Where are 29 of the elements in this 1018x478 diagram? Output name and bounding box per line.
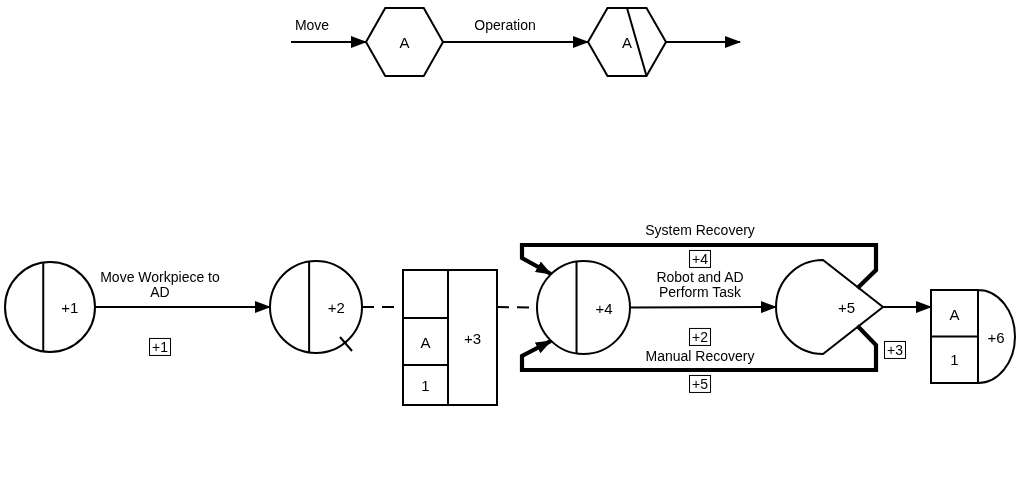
arrow	[665, 36, 741, 48]
edge-label: Operation	[474, 17, 536, 33]
symbol-label: A	[622, 34, 632, 50]
arrow	[882, 301, 932, 313]
arrow	[94, 301, 271, 313]
symbol-label: +4	[595, 300, 613, 315]
step-number-tag: +4	[689, 249, 711, 269]
symbol-label: +2	[327, 299, 345, 315]
symbol-label: A	[420, 334, 431, 349]
symbol-label: A	[399, 34, 410, 50]
symbol-label: 1	[421, 377, 430, 393]
symbol-label: +5	[838, 299, 856, 315]
symbol-label: +3	[463, 330, 482, 345]
symbol-label: +6	[987, 329, 1005, 344]
arrow	[519, 324, 879, 373]
edge-label: System Recovery	[645, 222, 755, 238]
symbol-label: +1	[61, 299, 79, 315]
step-number-tag: +3	[884, 340, 906, 360]
arrow	[519, 242, 879, 290]
edge-label: Move	[294, 17, 330, 33]
arrow	[290, 36, 367, 48]
step-number-tag: +1	[149, 337, 171, 357]
edge-label: Manual Recovery	[645, 348, 755, 364]
arrow	[442, 36, 589, 48]
arrow	[629, 301, 777, 314]
step-number-tag: +5	[689, 374, 711, 394]
symbol-label: A	[949, 306, 960, 322]
symbol-label: 1	[950, 351, 959, 367]
step-number-tag: +2	[689, 327, 711, 347]
